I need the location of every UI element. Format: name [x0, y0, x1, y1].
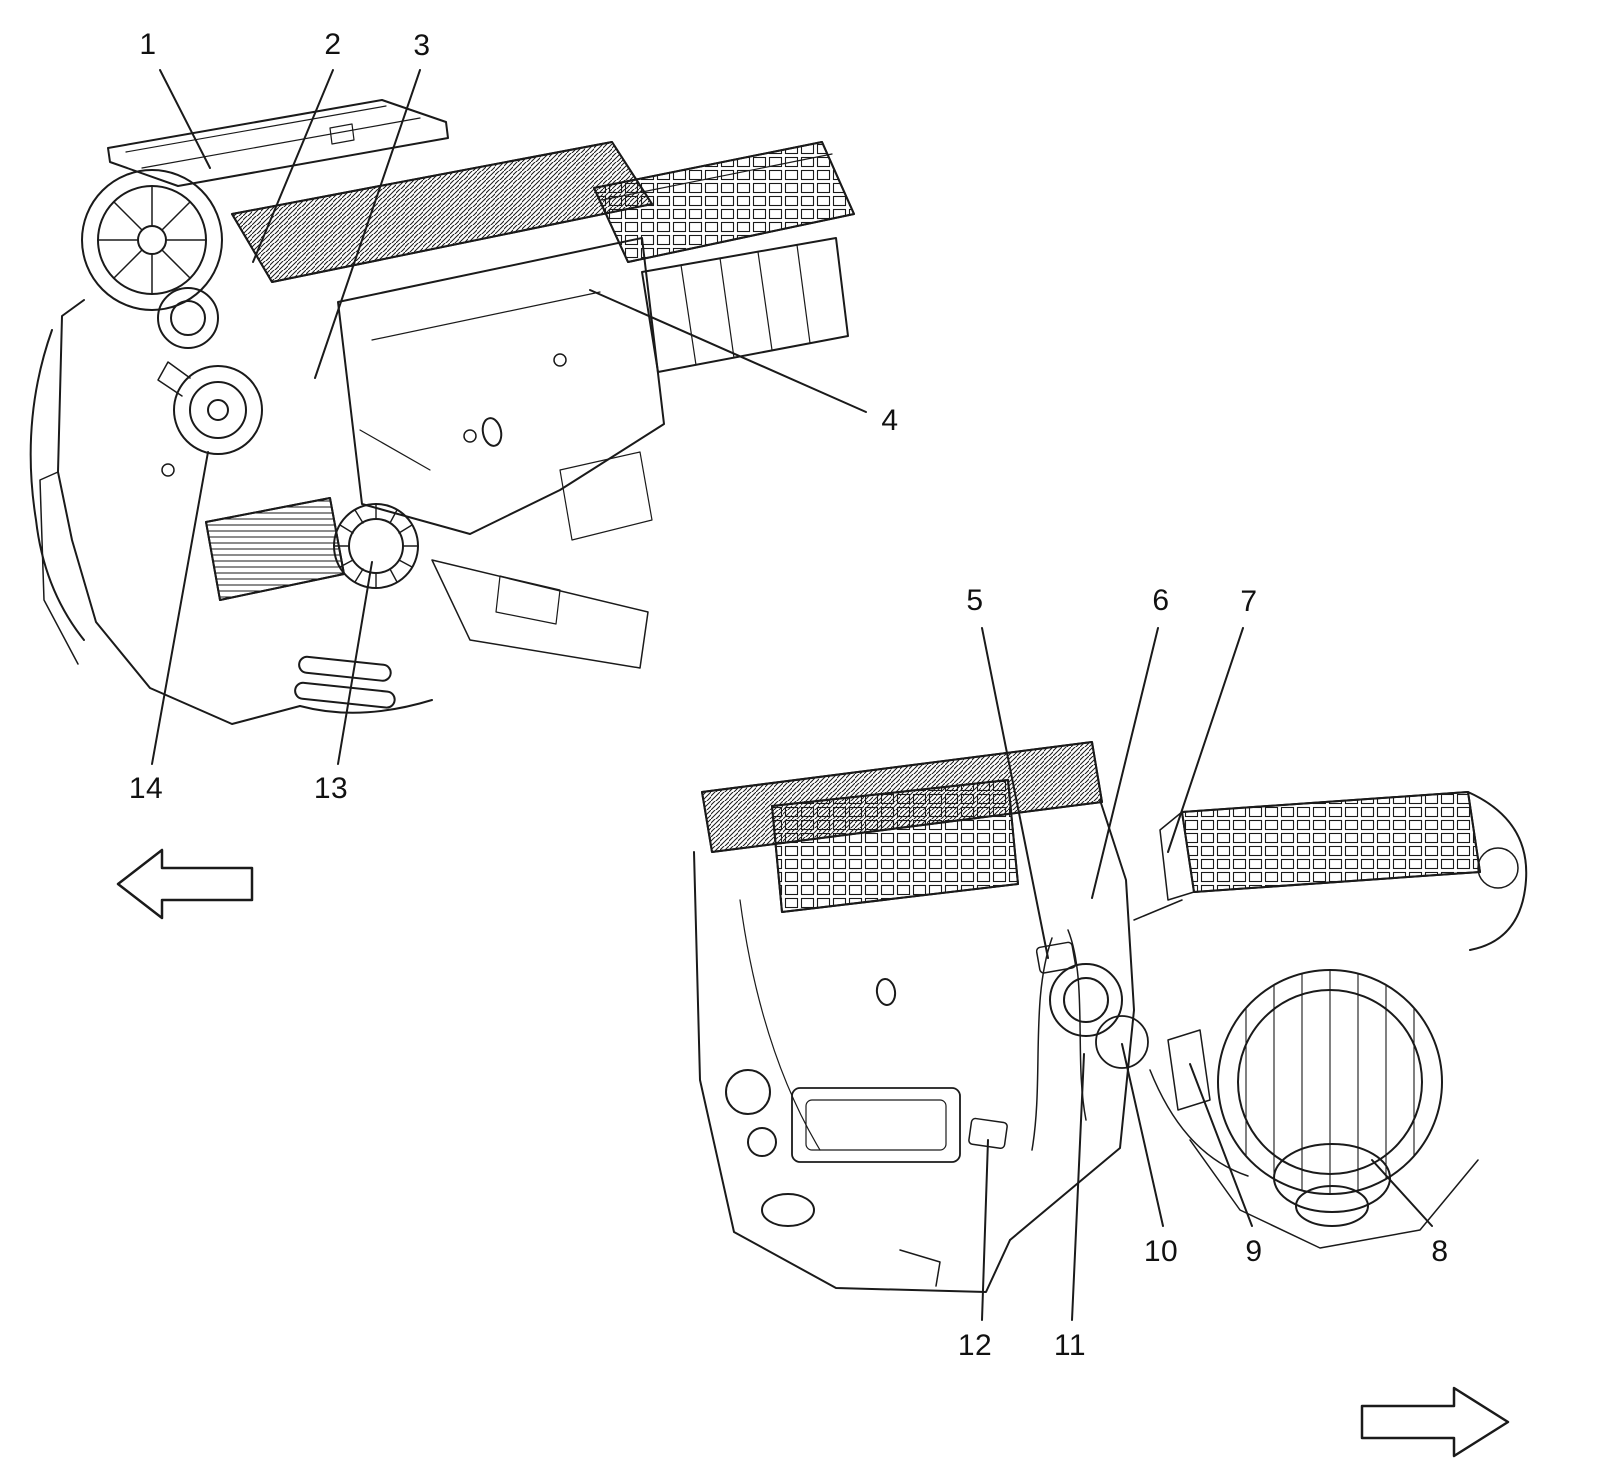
leader-11 [1071, 1053, 1085, 1321]
callout-13: 13 [313, 772, 349, 805]
assembly-top-left [29, 99, 855, 725]
leader-7 [1167, 627, 1244, 853]
leader-14 [151, 451, 209, 765]
leader-10 [1121, 1043, 1164, 1227]
callout-3: 3 [413, 29, 431, 62]
direction-arrow-right [1360, 1386, 1510, 1458]
callout-5: 5 [966, 584, 984, 617]
callout-12: 12 [957, 1329, 993, 1362]
leader-13 [337, 561, 373, 765]
callout-9: 9 [1245, 1235, 1263, 1268]
leader-8 [1371, 1159, 1433, 1227]
callout-8: 8 [1431, 1235, 1449, 1268]
leader-12 [981, 1139, 989, 1321]
leader-lines [151, 69, 1433, 1321]
leader-2 [252, 69, 334, 263]
leader-1 [159, 69, 211, 169]
callout-6: 6 [1152, 584, 1170, 617]
callout-7: 7 [1240, 585, 1258, 618]
callout-11: 11 [1053, 1329, 1087, 1362]
leader-9 [1189, 1063, 1253, 1227]
direction-arrow-left [116, 848, 254, 920]
callout-1: 1 [139, 28, 157, 61]
callout-4: 4 [881, 404, 899, 437]
assembly-bottom-right [693, 741, 1528, 1293]
leader-6 [1091, 627, 1159, 899]
leader-4 [589, 289, 867, 413]
callout-14: 14 [128, 772, 164, 805]
callout-10: 10 [1143, 1235, 1179, 1268]
callout-2: 2 [324, 28, 342, 61]
leader-5 [981, 627, 1049, 959]
leader-3 [314, 69, 421, 379]
